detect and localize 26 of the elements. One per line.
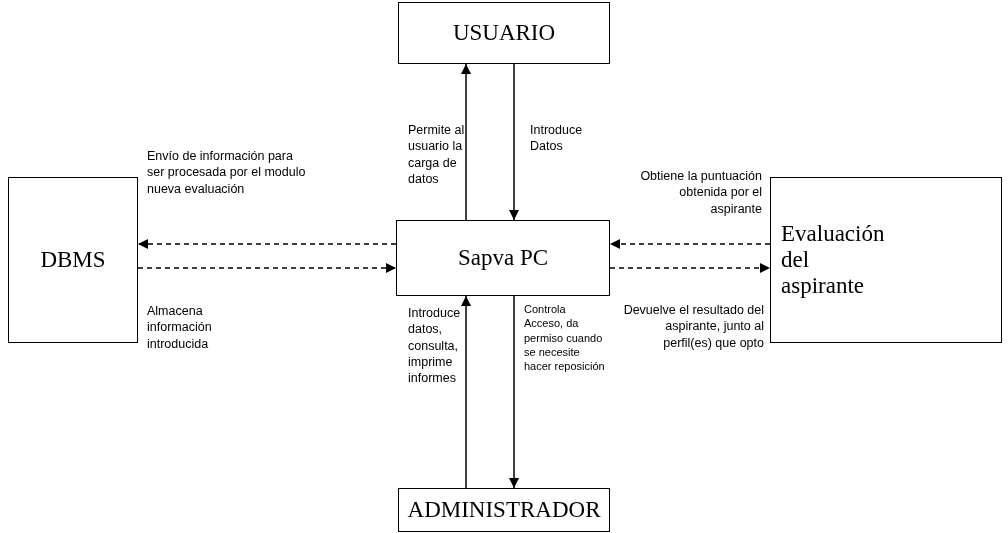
node-label: ADMINISTRADOR: [407, 497, 601, 523]
edge-label: Introduce datos, consulta, imprime informes: [408, 305, 462, 387]
edge-label: Introduce Datos: [530, 122, 584, 155]
process-box: [398, 488, 610, 532]
edge-label: Permite al usuario la carga de datos: [408, 122, 466, 187]
arrow: [137, 263, 397, 273]
edge-label: Envío de información para ser procesada por el modulo nueva evaluación: [147, 148, 307, 197]
node-label: DBMS: [40, 247, 106, 273]
process-box: [398, 2, 610, 64]
arrow: [509, 295, 519, 489]
arrow: [137, 239, 397, 249]
process-box: [396, 220, 610, 296]
edge-label: Obtiene la puntuación obtenida por el aspirante: [639, 168, 762, 217]
arrow: [461, 63, 471, 221]
node-label: USUARIO: [452, 20, 556, 46]
process-box: [770, 177, 1002, 343]
edge-label: Almacena información introducida: [147, 303, 213, 352]
edge-label: Controla Acceso, da permiso cuando se necesite hacer reposición: [524, 302, 606, 374]
arrow: [461, 295, 471, 489]
arrow: [509, 63, 519, 221]
arrow: [609, 263, 771, 273]
node-label: Evaluación del aspirante: [781, 221, 886, 299]
arrow: [609, 239, 771, 249]
process-box: [8, 177, 138, 343]
edge-label: Devuelve el resultado del aspirante, junto al perfil(es) que opto: [622, 302, 764, 351]
node-label: Sapva PC: [457, 245, 549, 271]
